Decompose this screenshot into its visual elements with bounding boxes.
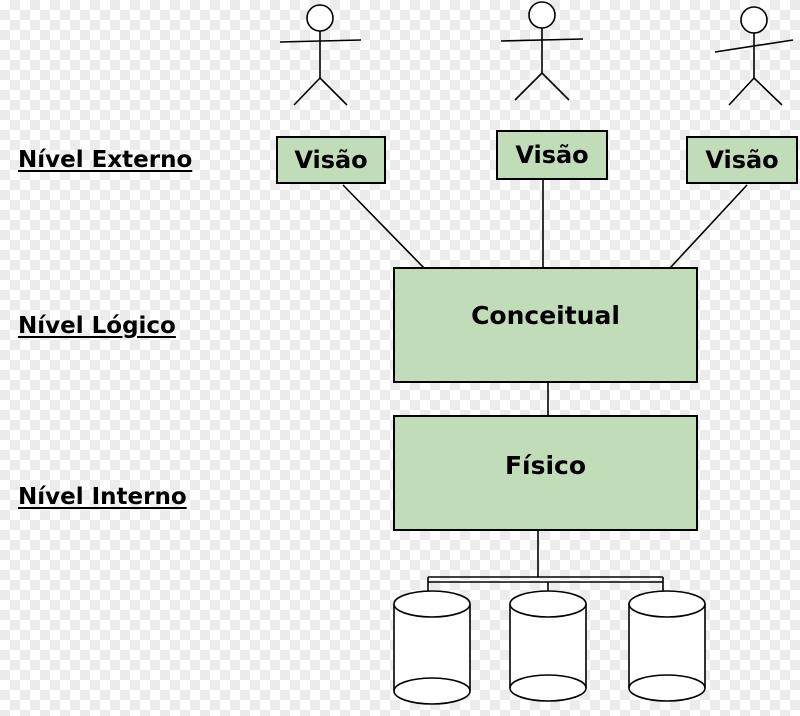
- view-box: Visão: [686, 136, 798, 184]
- user-icon: [500, 1, 584, 101]
- physical-box: Físico: [393, 415, 698, 531]
- connector-line: [669, 184, 748, 269]
- conceptual-box: Conceitual: [393, 267, 698, 383]
- level-label-internal: Nível Interno: [18, 484, 187, 510]
- level-label-logical: Nível Lógico: [18, 313, 176, 339]
- database-icon: [393, 590, 471, 705]
- user-icon: [714, 6, 794, 106]
- database-icon: [509, 590, 587, 702]
- user-icon: [279, 4, 362, 106]
- view-box: Visão: [496, 130, 608, 180]
- connector-line: [342, 184, 425, 269]
- database-icon: [628, 590, 706, 702]
- level-label-external: Nível Externo: [18, 147, 193, 173]
- view-box: Visão: [276, 136, 386, 184]
